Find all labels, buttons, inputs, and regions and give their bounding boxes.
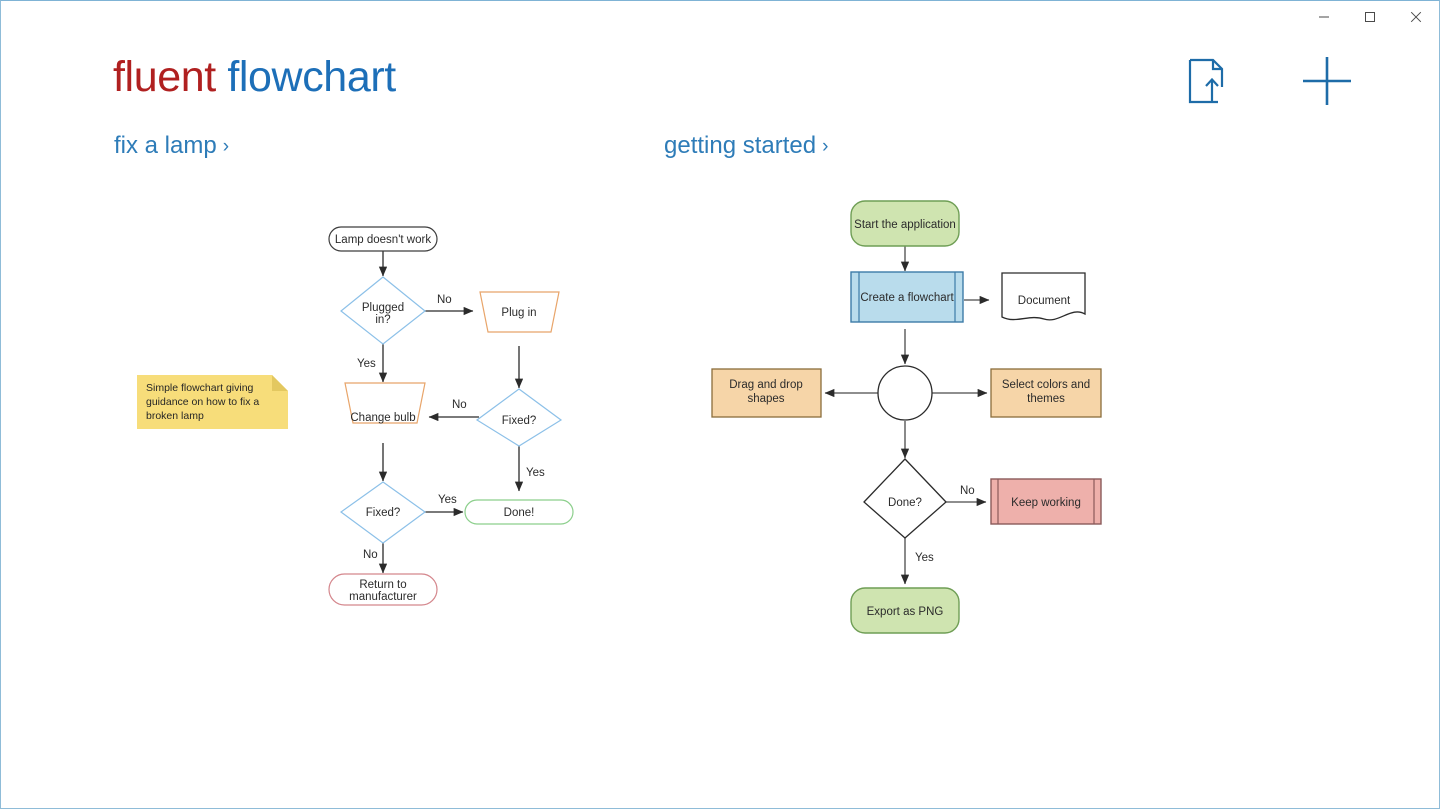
- edge-label: Yes: [438, 494, 457, 506]
- section-label-fix-a-lamp: fix a lamp: [114, 132, 217, 159]
- node-label: Select colors and: [1002, 379, 1090, 391]
- edge-label: No: [363, 549, 378, 561]
- edges-fix-a-lamp: [378, 250, 524, 574]
- node-label: Drag and drop: [729, 379, 803, 391]
- window-titlebar: [1, 1, 1439, 33]
- edge-label: No: [437, 294, 452, 306]
- close-button[interactable]: [1393, 1, 1439, 32]
- node-create-a-flowchart[interactable]: Create a flowchart: [850, 271, 964, 323]
- edge-label: Yes: [915, 552, 934, 564]
- chevron-right-icon: ›: [822, 136, 829, 157]
- node-plug-in[interactable]: Plug in: [479, 291, 560, 333]
- new-flowchart-button[interactable]: [1301, 53, 1353, 114]
- maximize-icon: [1365, 11, 1375, 22]
- edge-label: No: [452, 399, 467, 411]
- node-label: Return to: [359, 579, 406, 591]
- close-icon: [1410, 11, 1422, 22]
- edge-label: No: [960, 485, 975, 497]
- section-header-fix-a-lamp[interactable]: fix a lamp›: [114, 132, 229, 160]
- title-word-fluent: fluent: [113, 53, 216, 101]
- title-word-flowchart: flowchart: [227, 53, 396, 101]
- section-header-getting-started[interactable]: getting started›: [664, 132, 828, 160]
- node-label: Document: [1018, 295, 1071, 307]
- minimize-icon: [1319, 16, 1329, 17]
- diagram-fix-a-lamp[interactable]: No Yes No Yes Yes No Lamp doesn't work P…: [1, 181, 701, 809]
- node-lamp-doesnt-work[interactable]: Lamp doesn't work: [328, 226, 438, 252]
- node-connector-circle[interactable]: [877, 365, 933, 421]
- minimize-button[interactable]: [1301, 1, 1347, 32]
- section-label-getting-started: getting started: [664, 132, 817, 159]
- node-label: manufacturer: [349, 591, 417, 603]
- node-done-question[interactable]: Done?: [863, 458, 947, 539]
- plus-icon: [1303, 57, 1351, 105]
- node-return-to-manufacturer[interactable]: Return to manufacturer: [328, 573, 438, 606]
- node-change-bulb[interactable]: Change bulb: [344, 382, 426, 424]
- node-select-colors-and-themes[interactable]: Select colors and themes: [990, 368, 1102, 418]
- node-start-the-application[interactable]: Start the application: [850, 200, 960, 247]
- node-plugged-in[interactable]: Plugged in?: [340, 276, 426, 345]
- header-actions: [1179, 49, 1439, 113]
- node-export-as-png[interactable]: Export as PNG: [850, 587, 960, 634]
- edges-getting-started: [824, 246, 990, 585]
- node-fixed-upper[interactable]: Fixed?: [475, 388, 563, 447]
- node-label: Fixed?: [366, 507, 401, 519]
- import-document-button[interactable]: [1187, 57, 1229, 110]
- chevron-right-icon: ›: [222, 136, 230, 157]
- sticky-note-text: Simple flowchart giving guidance on how …: [146, 382, 260, 422]
- node-keep-working[interactable]: Keep working: [990, 478, 1102, 525]
- node-label: Done?: [888, 497, 922, 509]
- page-title: fluent flowchart: [113, 53, 396, 102]
- edge-label: Yes: [357, 358, 376, 370]
- node-label: Export as PNG: [867, 606, 944, 618]
- node-label: Lamp doesn't work: [335, 234, 431, 246]
- node-label: Change bulb: [350, 412, 415, 424]
- node-label: Start the application: [854, 219, 956, 231]
- node-label: themes: [1027, 393, 1065, 405]
- node-label: Keep working: [1011, 497, 1081, 509]
- maximize-button[interactable]: [1347, 1, 1393, 32]
- document-upload-icon: [1188, 58, 1224, 104]
- node-drag-and-drop-shapes[interactable]: Drag and drop shapes: [711, 368, 822, 418]
- node-label: Create a flowchart: [860, 292, 954, 304]
- diagram-getting-started[interactable]: No Yes Start the application Create a fl…: [661, 181, 1401, 809]
- edge-label: Yes: [526, 467, 545, 479]
- node-label: shapes: [747, 393, 784, 405]
- node-done[interactable]: Done!: [464, 499, 574, 525]
- sticky-note[interactable]: [137, 375, 288, 429]
- node-label: in?: [375, 314, 390, 326]
- node-label: Done!: [504, 507, 535, 519]
- node-fixed-lower[interactable]: Fixed?: [339, 481, 427, 544]
- node-label: Plugged: [362, 302, 404, 314]
- node-label: Plug in: [501, 307, 536, 319]
- node-label: Fixed?: [502, 415, 537, 427]
- node-document[interactable]: Document: [1001, 272, 1086, 321]
